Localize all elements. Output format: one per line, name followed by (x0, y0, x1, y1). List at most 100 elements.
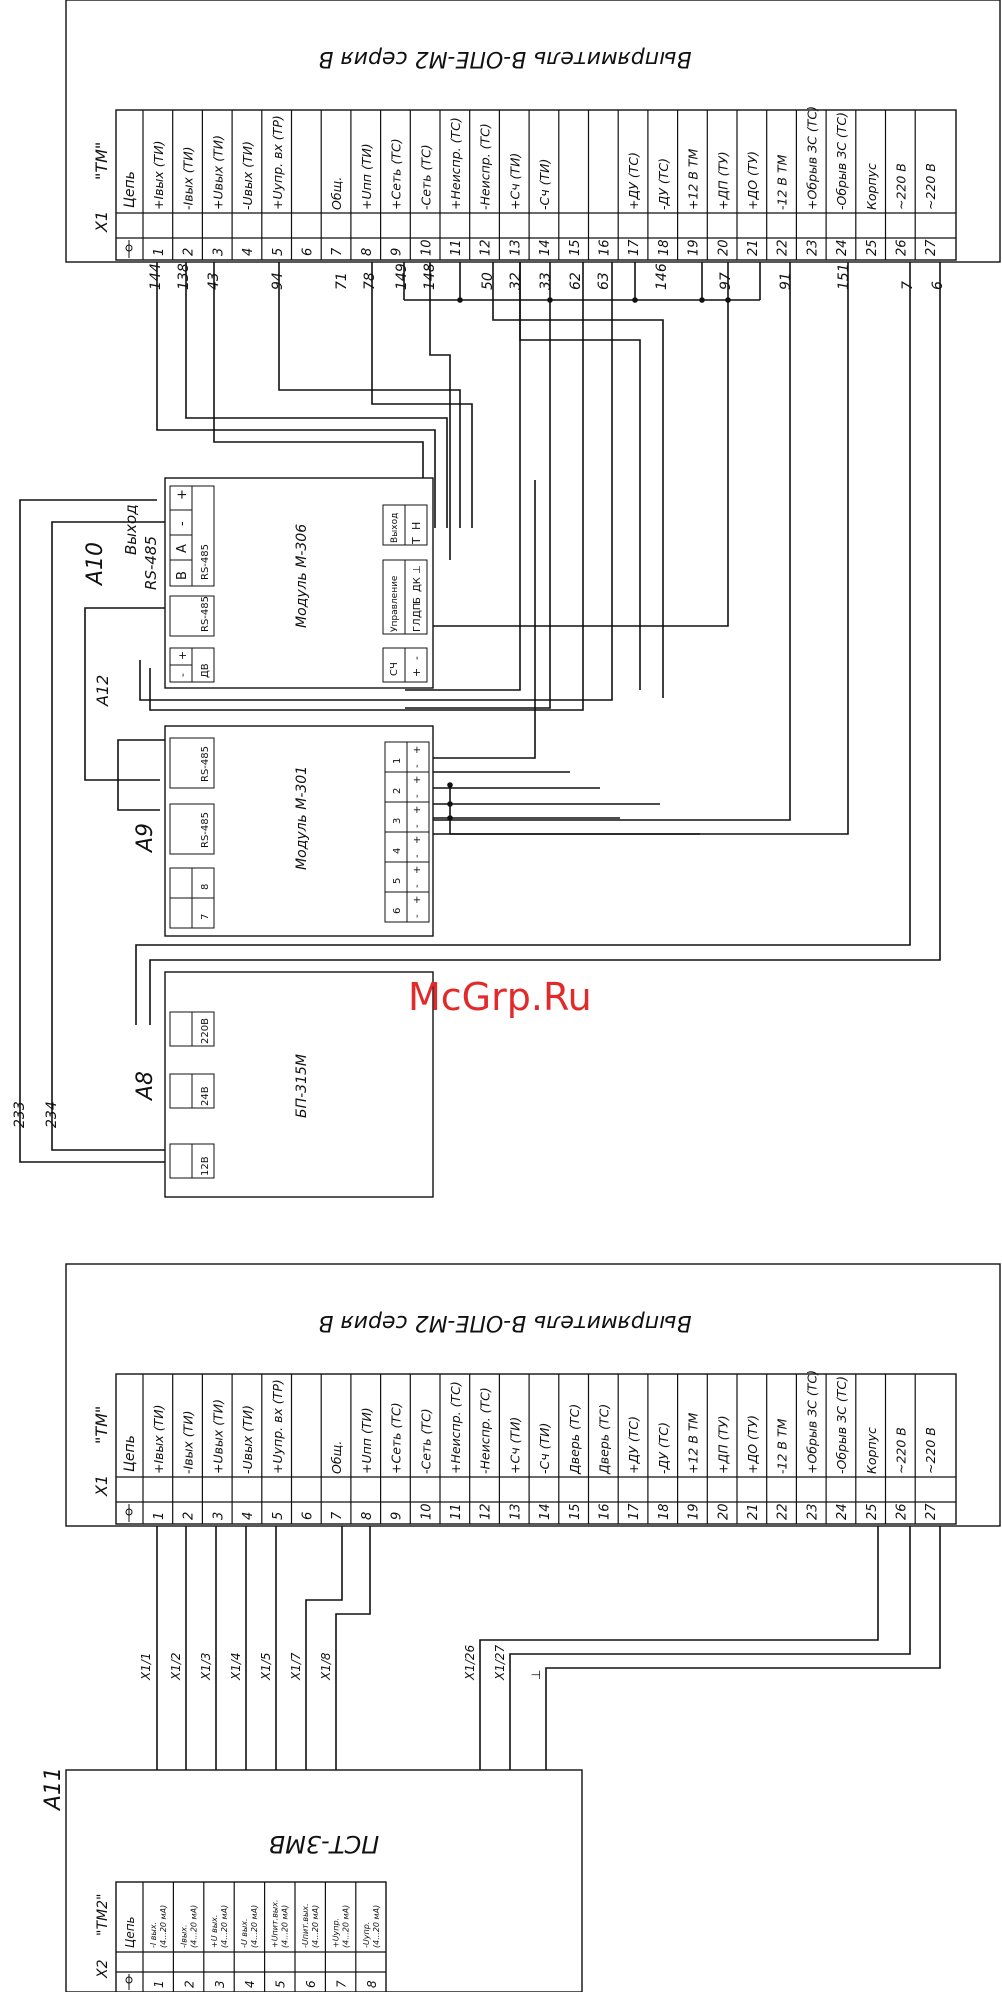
pin-label: +Неиспр. (ТС) (448, 117, 463, 210)
pin-number: 18 (657, 239, 672, 256)
pin-number: 2 (182, 1512, 197, 1520)
pin-number: 12 (479, 1503, 494, 1520)
pin-label: ~220 В (894, 163, 909, 210)
pin-number: 14 (538, 239, 553, 256)
wire-number: 33 (538, 272, 554, 290)
wire-label: X1/27 (493, 1644, 507, 1681)
wire-label: X1/3 (199, 1652, 213, 1681)
connector-x1-header-2: Цепь (122, 1435, 138, 1472)
pin-label: +ДО (ТУ) (745, 1415, 760, 1474)
pin-number: 10 (419, 1503, 434, 1520)
a9-channel-number: 4 (392, 848, 403, 854)
pin-label: Общ. (329, 1441, 344, 1474)
a10-upr-label: Управление (390, 575, 400, 632)
wire-label: X1/4 (229, 1652, 243, 1681)
a9-ref: A9 (133, 823, 158, 854)
pin-number: 9 (390, 1512, 405, 1520)
wire-number: 233 (12, 1101, 28, 1128)
pin-number: 22 (776, 1503, 791, 1520)
a11-pin-range: (4...20 мА) (341, 1905, 350, 1948)
wire-label: ⊥ (529, 1670, 543, 1680)
wire-number: 6 (930, 281, 946, 290)
a9-rs-2: RS-485 (200, 812, 211, 848)
a11-pin-range: (4...20 мА) (281, 1905, 290, 1948)
a11-pin-number: 4 (243, 1980, 257, 1988)
a8-ref: A8 (133, 1071, 158, 1102)
wire-label: X1/7 (289, 1652, 303, 1681)
a11-pin-range: (4...20 мА) (311, 1905, 320, 1948)
junction-dot (725, 297, 731, 303)
wire-number: 94 (270, 272, 286, 290)
a11-pin-number: 5 (274, 1980, 288, 1988)
pin-number: 2 (182, 248, 197, 256)
pin-label: -Iвых (ТИ) (181, 1410, 196, 1474)
a11-pin-number: 8 (365, 1980, 379, 1988)
pin-label: +Сч (ТИ) (507, 153, 522, 210)
pin-label: -12 В ТМ (775, 154, 790, 210)
module-a9: A9 Модуль М-301 RS-485 RS-485 7 8 1+-2+-… (133, 725, 434, 937)
connector-x2-name: X2 (95, 1959, 111, 1979)
pin-number: 5 (271, 248, 286, 256)
pin-number: 1 (152, 248, 167, 256)
wire-number: 62 (568, 272, 584, 290)
a9-channel-number: 6 (392, 908, 403, 914)
pin-number: 6 (301, 248, 316, 256)
pin-number: 24 (835, 239, 850, 256)
wire-number: 149 (394, 263, 410, 290)
connector-x1-name: X1 (92, 211, 111, 233)
a10-upr-t1: ⊥ (412, 565, 423, 574)
pin-number: 6 (301, 1512, 316, 1520)
wire-label: X1/26 (463, 1644, 477, 1681)
a10-out-pin-a: А (175, 544, 190, 553)
a11-pin-range: (4...20 мА) (189, 1905, 198, 1948)
wire-number: 144 (148, 263, 164, 290)
pin-label: +Uвых (ТИ) (210, 135, 225, 210)
a10-vyhod-t: Т (410, 537, 423, 545)
a10-module-name: Модуль М-306 (294, 524, 310, 628)
pin-number: 3 (211, 1512, 226, 1520)
connector-x1-name-2: X1 (92, 1475, 111, 1497)
a11-pin-label: -U вых. (240, 1918, 249, 1948)
junction-dot (632, 297, 638, 303)
pin-label: Общ. (329, 177, 344, 210)
connector-x1-tag-2: "ТМ" (92, 1406, 111, 1444)
a10-vyhod-label: Выход (390, 513, 400, 543)
wire-number: 91 (778, 272, 794, 290)
connector-x2-tag: "ТМ2" (95, 1894, 111, 1936)
a11-pin-number: 6 (304, 1980, 318, 1988)
pin-number: 15 (568, 239, 583, 256)
a11-pin-number: 7 (334, 1980, 348, 1988)
pin-label: +ДО (ТУ) (745, 151, 760, 210)
wire-number: 78 (362, 272, 378, 290)
pin-label: +Обрыв ЗС (ТС) (804, 1370, 819, 1474)
pin-label: -Неиспр. (ТС) (478, 123, 493, 210)
a9-channel-number: 5 (392, 878, 403, 884)
a9-channel-block: 1+-2+-3+-4+-5+-6+- (384, 741, 430, 923)
wire-number: 151 (836, 263, 852, 290)
pin-number: 24 (835, 1503, 850, 1520)
pin-label: ~220 В (894, 1427, 909, 1474)
wire-number: 97 (718, 272, 734, 290)
a11-pin-label: +Uупр. (331, 1918, 340, 1948)
wires-sheet-1 (19, 262, 941, 1163)
a9-channel-plus: + (412, 896, 423, 904)
pin-label: Корпус (864, 1427, 879, 1474)
pin-number: 21 (746, 1503, 761, 1520)
pin-label: ~220 В (923, 163, 938, 210)
pin-label: -Iвых (ТИ) (181, 146, 196, 210)
pin-number: 8 (360, 1512, 375, 1520)
a9-channel-plus: + (412, 866, 423, 874)
pin-label: -ДУ (ТС) (656, 1422, 671, 1474)
connector-x2-table: 1-I вых.(4...20 мА)2-Iвых.(4...20 мА)3+U… (95, 1881, 387, 1992)
a9-module-name: Модуль М-301 (294, 766, 310, 870)
pin-label: +ДП (ТУ) (715, 151, 730, 210)
connector-x1-table-2: 1+Iвых (ТИ)2-Iвых (ТИ)3+Uвых (ТИ)4-Uвых … (92, 1370, 957, 1525)
a11-pin-range: (4...20 мА) (159, 1905, 168, 1948)
a11-pin-label: -Iвых. (179, 1924, 188, 1948)
a9-channel-minus: - (412, 914, 423, 918)
pin-label: +Неиспр. (ТС) (448, 1381, 463, 1474)
a10-out-iface: RS-485 (142, 536, 160, 590)
pin-label: -Сч (ТИ) (537, 159, 552, 210)
pin-label: -Uвых (ТИ) (240, 141, 255, 210)
